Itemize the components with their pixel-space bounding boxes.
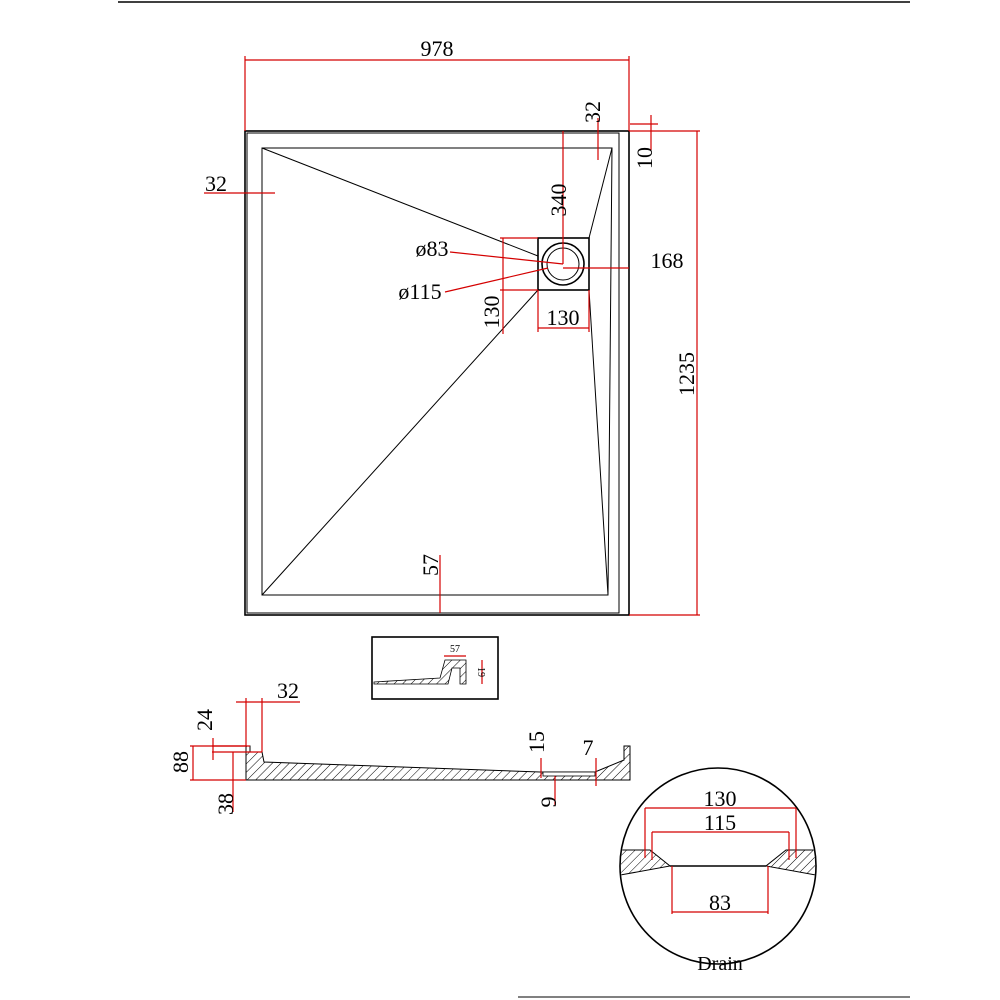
dim-section-24: 24 xyxy=(192,709,217,731)
slope-line xyxy=(588,147,613,239)
slope-line xyxy=(261,147,539,257)
slope-line xyxy=(588,289,609,596)
dim-drain-box-height: 130 xyxy=(479,296,504,329)
dim-section-9: 9 xyxy=(536,797,561,808)
dim-drain-right: 168 xyxy=(651,248,684,273)
dim-bottom-rim: 57 xyxy=(418,554,443,576)
top-view-dimensions: 978 1235 32 10 32 340 168 130 130 xyxy=(204,36,700,616)
dim-length: 1235 xyxy=(674,352,699,396)
inset-dim-width: 57 xyxy=(450,644,460,655)
drain-detail: 130 115 83 xyxy=(619,767,817,965)
dim-drain-box-width: 130 xyxy=(547,305,580,330)
dim-section-7: 7 xyxy=(583,735,594,760)
dim-rim-right: 10 xyxy=(632,147,657,169)
drain-detail-circle xyxy=(619,767,817,965)
dim-section-15: 15 xyxy=(524,731,549,753)
section-view xyxy=(245,745,631,781)
inset-dim-height: 19 xyxy=(475,667,486,677)
tray-rim-outline xyxy=(246,132,620,614)
dim-drain-inner-dia: ø83 xyxy=(416,236,449,261)
dim-rim-top: 32 xyxy=(580,101,605,123)
dim-section-88: 88 xyxy=(168,751,193,773)
section-dimensions: 32 24 88 38 15 9 7 xyxy=(168,678,597,815)
slope-line xyxy=(261,289,539,596)
dim-drain-outer-dia: ø115 xyxy=(398,279,441,304)
dim-width: 978 xyxy=(421,36,454,61)
drain-caption: Drain xyxy=(697,953,743,975)
dim-section-38: 38 xyxy=(213,793,238,815)
dim-rim-left: 32 xyxy=(205,171,227,196)
inset-detail: 57 19 xyxy=(371,636,499,700)
dim-drain-top: 340 xyxy=(546,184,571,217)
drain-dim-115: 115 xyxy=(704,810,736,835)
tray-outer-outline xyxy=(244,130,630,616)
drain-dim-83: 83 xyxy=(709,890,731,915)
drain-dim-130: 130 xyxy=(704,786,737,811)
dim-section-rim: 32 xyxy=(277,678,299,703)
top-view xyxy=(244,130,630,616)
